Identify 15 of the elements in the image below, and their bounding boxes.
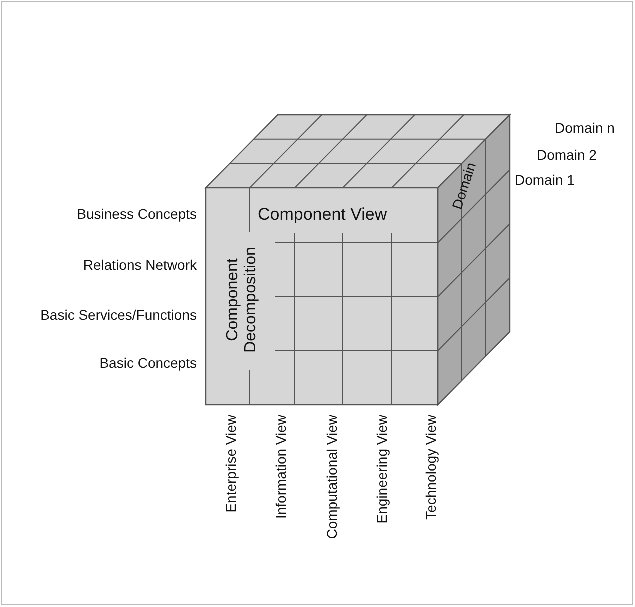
axis-label: Computational View [324, 415, 340, 540]
axis-label: Basic Concepts [100, 355, 197, 372]
face-title: Component Decomposition [224, 246, 261, 355]
axis-label: Enterprise View [222, 415, 240, 513]
face-title: Component View [258, 205, 388, 225]
axis-label: Domain n [555, 120, 615, 136]
axis-label: Information View [272, 415, 290, 520]
axis-label: Basic Services/Functions [40, 307, 197, 324]
axis-label: Business Concepts [77, 206, 197, 222]
axis-label: Domain 1 [515, 172, 575, 188]
axis-label: Engineering View [374, 415, 390, 524]
axis-label: Technology View [422, 415, 440, 520]
face-title: Domain [448, 160, 480, 212]
axis-label: Relations Network [83, 257, 197, 274]
axis-label: Domain 2 [537, 147, 597, 164]
